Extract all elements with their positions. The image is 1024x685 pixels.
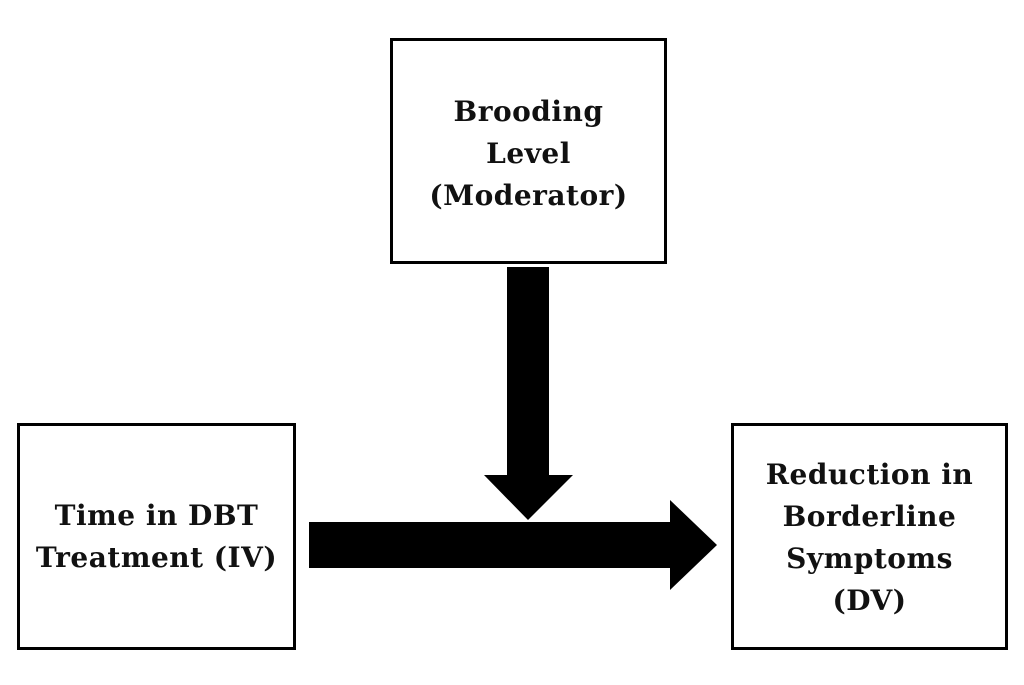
iv-label-line: Treatment (IV) [35, 540, 278, 574]
moderator-arrow [484, 267, 573, 520]
dv-label-line: Reduction in [765, 457, 974, 491]
moderator-label-line: Brooding [453, 95, 604, 128]
dependent-variable-box: Reduction in Borderline Symptoms (DV) [731, 423, 1008, 650]
dv-label: Reduction in Borderline Symptoms (DV) [766, 454, 973, 622]
iv-label: Time in DBT Treatment (IV) [36, 495, 277, 579]
dv-label-line: Symptoms [786, 541, 953, 575]
moderator-label-line: Level [486, 137, 571, 170]
moderator-label: Brooding Level (Moderator) [429, 91, 627, 217]
moderator-box: Brooding Level (Moderator) [390, 38, 667, 264]
independent-variable-box: Time in DBT Treatment (IV) [17, 423, 296, 650]
iv-to-dv-arrow [309, 500, 717, 590]
iv-label-line: Time in DBT [54, 498, 259, 532]
dv-label-line: Borderline [782, 499, 957, 533]
dv-label-line: (DV) [832, 583, 907, 617]
moderator-label-line: (Moderator) [429, 179, 628, 212]
